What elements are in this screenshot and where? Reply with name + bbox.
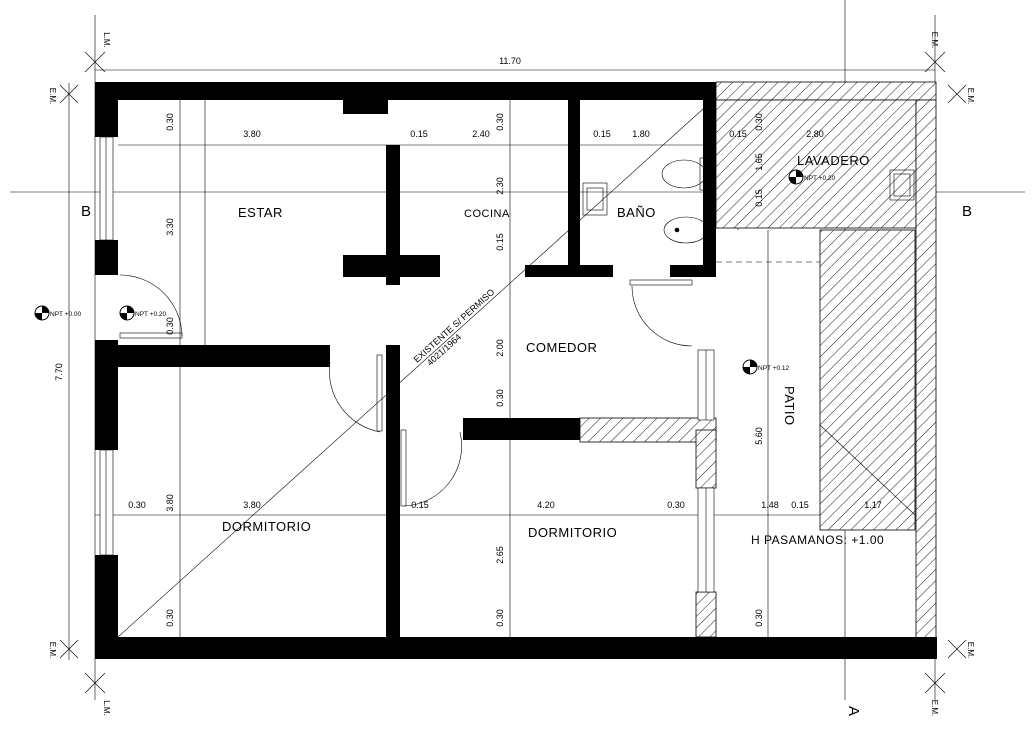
dim-v-330: 3.30 (165, 218, 175, 236)
dim-v-030-left: 0.30 (165, 317, 175, 335)
room-label-bano: BAÑO (617, 205, 656, 220)
dim-top-240: 2.40 (472, 129, 490, 139)
dim-mid-015: 0.15 (411, 500, 429, 510)
level-marker-npt-020-lavadero: NPT +0.20 (788, 169, 836, 185)
dim-top-015-a: 0.15 (410, 129, 428, 139)
overall-dimension-lines (68, 69, 935, 660)
dim-bot-030-a: 0.30 (165, 609, 175, 627)
room-label-dormitorio-left: DORMITORIO (222, 519, 311, 534)
stairs (716, 261, 916, 516)
dim-mid-015-b: 0.15 (791, 500, 809, 510)
edge-label-em-right-bottom: E.M. (966, 642, 975, 658)
dim-mid-380: 3.80 (243, 500, 261, 510)
level-marker-npt-000: NPT +0.00 (34, 305, 82, 321)
dim-mid-030-b: 0.30 (667, 500, 685, 510)
axis-label-left: B (81, 203, 91, 220)
edge-label-em-bottom-right: E.M. (930, 700, 939, 716)
edge-label-em-left-bottom: E.M. (48, 642, 57, 658)
level-label-npt-000: NPT +0.00 (50, 311, 82, 318)
windows (99, 136, 715, 593)
dim-mid-030-a: 0.30 (128, 500, 146, 510)
room-label-estar: ESTAR (238, 205, 283, 220)
dim-overall-width: 11.70 (499, 56, 521, 66)
dim-v-380: 3.80 (165, 494, 175, 512)
dim-mid-420: 4.20 (537, 500, 555, 510)
dim-top-030-a: 0.30 (165, 113, 175, 131)
dim-v-030-com: 0.30 (495, 389, 505, 407)
dim-top-180: 1.80 (632, 129, 650, 139)
dim-top-015-c: 0.15 (729, 129, 747, 139)
axis-label-right: B (962, 203, 972, 220)
dim-overall-height: 7.70 (54, 363, 64, 381)
room-label-comedor: COMEDOR (526, 340, 597, 355)
room-label-dormitorio-right: DORMITORIO (528, 525, 617, 540)
room-label-patio: PATIO (782, 386, 797, 426)
level-label-npt-012: NPT +0.12 (758, 365, 790, 372)
level-label-npt-020-lav: NPT +0.20 (804, 175, 836, 182)
pasamanos-note: H PASAMANOS: +1.00 (751, 533, 884, 547)
edge-label-lm-bottom: L.M. (102, 700, 111, 716)
level-marker-npt-012: NPT +0.12 (742, 359, 790, 375)
edge-label-em-top-right: E.M. (930, 32, 939, 48)
edge-label-lm-top: L.M. (102, 32, 111, 48)
dim-top-015-b: 0.15 (593, 129, 611, 139)
dim-v-015-coc: 0.15 (495, 233, 505, 251)
dim-top-380: 3.80 (243, 129, 261, 139)
existing-diagonal (117, 99, 714, 638)
dim-top-030-c: 0.30 (754, 113, 764, 131)
dim-v-015-lav: 0.15 (754, 189, 764, 207)
room-label-lavadero: LAVADERO (797, 153, 870, 168)
edge-label-em-left-top: E.M. (48, 88, 57, 104)
dim-v-265: 2.65 (495, 546, 505, 564)
walls (95, 82, 937, 659)
hatched-walls (579, 81, 937, 641)
level-marker-npt-020: NPT +0.20 (119, 305, 167, 321)
dim-mid-148: 1.48 (761, 500, 779, 510)
dim-bot-030-c: 0.30 (754, 609, 764, 627)
room-label-cocina: COCINA (464, 208, 510, 220)
dim-top-280: 2.80 (806, 129, 824, 139)
dim-v-165: 1.65 (754, 153, 764, 171)
dim-mid-117: 1.17 (864, 500, 882, 510)
dim-bot-030-b: 0.30 (495, 609, 505, 627)
edge-label-em-right-top: E.M. (966, 88, 975, 104)
dim-v-560: 5.60 (754, 427, 764, 445)
axis-label-bottom: A (845, 706, 862, 716)
dim-v-200: 2.00 (495, 339, 505, 357)
level-label-npt-020: NPT +0.20 (135, 311, 167, 318)
dim-v-230: 2.30 (495, 177, 505, 195)
existente-label: EXISTENTE S/ PERMISO (412, 287, 497, 365)
dim-top-030-b: 0.30 (495, 113, 505, 131)
bathroom-fixtures (582, 157, 915, 246)
doors (119, 274, 693, 507)
